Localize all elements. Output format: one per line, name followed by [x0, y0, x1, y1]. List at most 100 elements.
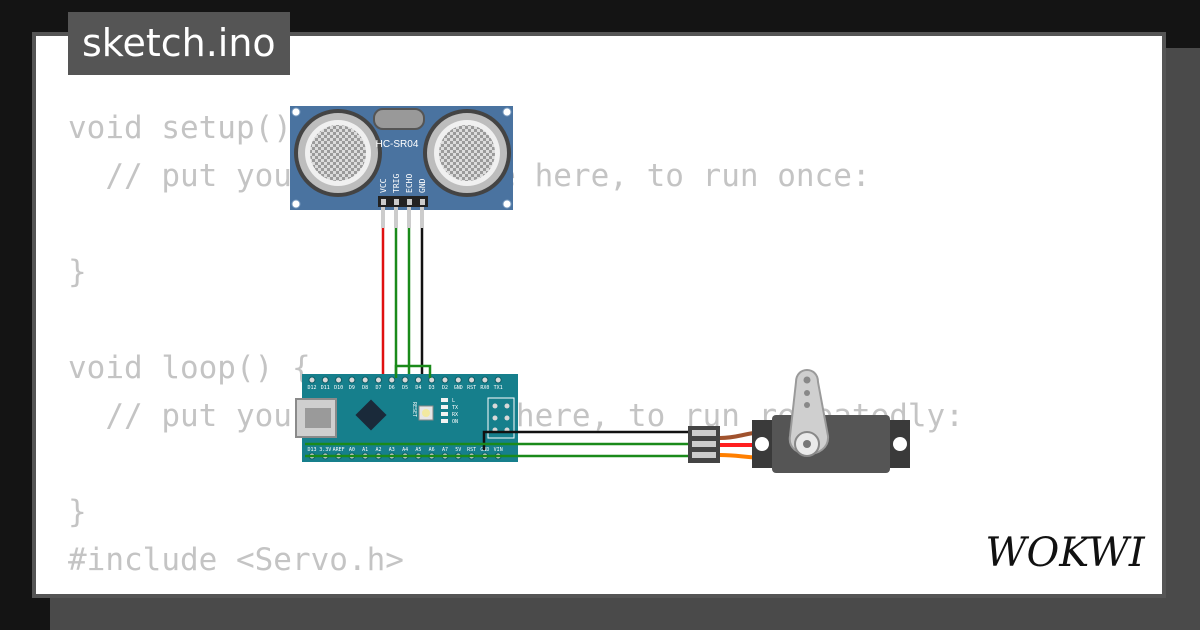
- led-label: TX: [452, 405, 458, 411]
- nano-board: [302, 374, 518, 462]
- board-pin[interactable]: [361, 376, 369, 384]
- board-pin-label: D12: [307, 385, 316, 391]
- sensor-pin-label-echo: ECHO: [405, 174, 414, 193]
- wire-gnd[interactable]: [420, 228, 458, 380]
- horn-hole: [804, 390, 810, 396]
- mount-hole: [291, 199, 301, 209]
- board-pin-label: D9: [349, 385, 355, 391]
- board-pin[interactable]: [335, 376, 343, 384]
- horn-hole: [803, 376, 811, 384]
- crystal-oscillator: [373, 108, 425, 130]
- board-pin[interactable]: [401, 376, 409, 384]
- board-pin-label: D8: [362, 385, 368, 391]
- arduino-nano[interactable]: D12 D11 D10 D9 D8 D7 D6 D5 D4 D3 D2 GND RST RX0 TX1 D1…: [295, 374, 518, 462]
- horn-hole: [804, 402, 810, 408]
- reset-label: RESET: [411, 402, 417, 417]
- board-pin-label: VIN: [494, 447, 503, 453]
- code-line: void loop() {: [68, 350, 311, 386]
- board-pin-label: GND: [454, 385, 463, 391]
- transducer-left: [294, 109, 382, 197]
- board-pin[interactable]: [428, 376, 436, 384]
- board-pin-label: D4: [415, 385, 421, 391]
- board-pin[interactable]: [388, 376, 396, 384]
- board-pin-label: D3: [429, 385, 435, 391]
- board-pin-label: 5V: [455, 447, 461, 453]
- transducer-right: [423, 109, 511, 197]
- board-pin-label: 3.3V: [319, 447, 331, 453]
- wokwi-logo-text: WOKWI: [985, 530, 1145, 576]
- horn-screw: [803, 440, 811, 448]
- board-pin[interactable]: [494, 376, 502, 384]
- servo-motor[interactable]: [688, 369, 910, 473]
- board-pin[interactable]: [321, 376, 329, 384]
- sensor-pin[interactable]: [420, 199, 425, 205]
- sensor-pin[interactable]: [394, 199, 399, 205]
- led-rx: [441, 412, 448, 416]
- sensor-pin[interactable]: [381, 199, 386, 205]
- mount-hole: [755, 437, 769, 451]
- board-pin-label: D10: [334, 385, 343, 391]
- sensor-label: HC-SR04: [376, 139, 419, 150]
- top-pin-row: D12 D11 D10 D9 D8 D7 D6 D5 D4 D3 D2 GND RST RX0 TX1: [307, 376, 503, 391]
- board-pin-label: RX0: [480, 385, 489, 391]
- sensor-header: [378, 196, 428, 207]
- code-line: }: [68, 494, 87, 530]
- led-l: [441, 398, 448, 402]
- led-on: [441, 419, 448, 423]
- servo-horn[interactable]: [788, 369, 830, 455]
- code-line: Servo myservo; // create servo object to…: [68, 584, 1132, 594]
- board-pin[interactable]: [308, 376, 316, 384]
- board-pin-label: A7: [442, 447, 448, 453]
- board-pin-label: RST: [467, 385, 476, 391]
- connector-pin: [692, 441, 716, 447]
- code-line: }: [68, 254, 87, 290]
- board-pin-label: A0: [349, 447, 355, 453]
- board-pin[interactable]: [414, 376, 422, 384]
- microcontroller-chip: [355, 399, 387, 431]
- board-pin-label: A2: [375, 447, 381, 453]
- file-tab[interactable]: sketch.ino: [68, 12, 290, 75]
- board-pin-label: A4: [402, 447, 408, 453]
- board-pin[interactable]: [468, 376, 476, 384]
- board-pin[interactable]: [481, 376, 489, 384]
- usb-port-inner: [305, 408, 331, 428]
- ultrasonic-sensor[interactable]: HC-SR04 VCC TRIG ECHO GND: [290, 106, 513, 210]
- led-tx: [441, 405, 448, 409]
- editor-card: void setup() { // put your setup code he…: [32, 32, 1166, 598]
- board-pin-label: RST: [467, 447, 476, 453]
- wire-trig-route[interactable]: [394, 364, 432, 378]
- sensor-pin-label-gnd: GND: [418, 178, 427, 193]
- mount-hole: [291, 107, 301, 117]
- connector-pin: [692, 430, 716, 436]
- board-leds: L TX RX ON: [441, 398, 458, 425]
- board-pin-label: A1: [362, 447, 368, 453]
- mount-hole: [502, 199, 512, 209]
- board-pin[interactable]: [348, 376, 356, 384]
- board-pin-label: A6: [429, 447, 435, 453]
- connector-pin: [692, 452, 716, 458]
- reset-button-cap: [422, 409, 430, 417]
- board-pin[interactable]: [441, 376, 449, 384]
- board-pin-label: A3: [389, 447, 395, 453]
- sensor-pin-label-vcc: VCC: [379, 178, 388, 193]
- wokwi-logo[interactable]: WOKWI: [975, 522, 1155, 582]
- board-pin-label: D6: [389, 385, 395, 391]
- board-pin-label: D13: [307, 447, 316, 453]
- board-pin-label: AREF: [333, 447, 345, 453]
- board-pin-label: TX1: [494, 385, 503, 391]
- sensor-pin[interactable]: [407, 199, 412, 205]
- board-pin[interactable]: [375, 376, 382, 384]
- board-pin-label: A5: [415, 447, 421, 453]
- board-pin-label: D11: [321, 385, 330, 391]
- board-pin-label: D7: [375, 385, 381, 391]
- code-line: #include <Servo.h>: [68, 542, 404, 578]
- led-label: RX: [452, 412, 458, 418]
- mount-hole: [893, 437, 907, 451]
- mount-hole: [502, 107, 512, 117]
- servo-wires: [305, 364, 690, 458]
- board-pin-label: D2: [442, 385, 448, 391]
- board-pin[interactable]: [454, 376, 462, 384]
- led-label: L: [452, 398, 455, 404]
- board-pin-label: D5: [402, 385, 408, 391]
